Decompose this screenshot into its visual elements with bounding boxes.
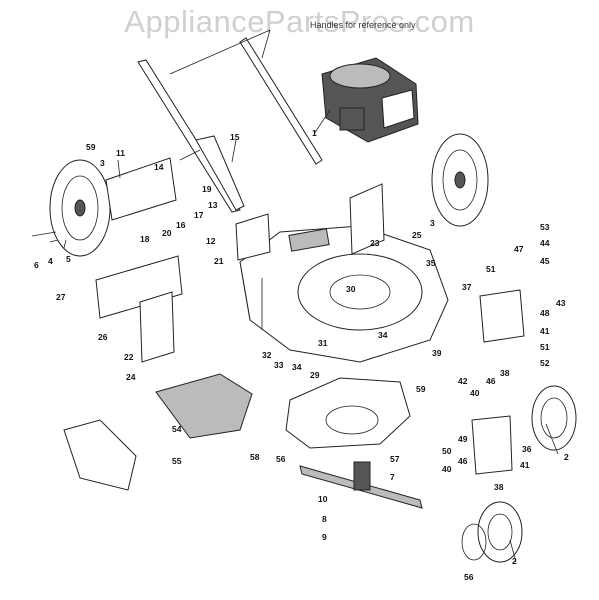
callout-label: 9 xyxy=(322,532,327,542)
callout-label: 47 xyxy=(514,244,524,254)
callout-label: 11 xyxy=(116,148,125,158)
callout-label: 24 xyxy=(126,372,136,382)
callout-label: 53 xyxy=(540,222,550,232)
callout-label: 44 xyxy=(540,238,550,248)
handles-note: Handles for reference only xyxy=(310,20,416,30)
callout-label: 35 xyxy=(426,258,436,268)
rear-wheels xyxy=(49,133,489,257)
callout-labels: 1 2 2 3 3 4 5 6 7 8 9 10 11 12 13 14 15 … xyxy=(34,128,569,582)
callout-label: 7 xyxy=(390,472,395,482)
mower-deck xyxy=(239,225,449,363)
callout-label: 22 xyxy=(124,352,134,362)
callout-label: 32 xyxy=(262,350,272,360)
callout-label: 38 xyxy=(494,482,504,492)
callout-label: 41 xyxy=(540,326,550,336)
callout-label: 23 xyxy=(370,238,380,248)
callout-label: 26 xyxy=(98,332,108,342)
callout-label: 51 xyxy=(486,264,496,274)
engine xyxy=(321,57,419,143)
callout-label: 45 xyxy=(540,256,550,266)
callout-label: 50 xyxy=(442,446,452,456)
watermark: AppliancePartsPros.com xyxy=(124,4,475,39)
callout-label: 36 xyxy=(522,444,532,454)
callout-label: 30 xyxy=(346,284,356,294)
callout-label: 55 xyxy=(172,456,182,466)
baffle-and-blade xyxy=(285,377,423,509)
callout-label: 42 xyxy=(458,376,468,386)
callout-label: 16 xyxy=(176,220,186,230)
callout-label: 1 xyxy=(312,128,317,138)
callout-label: 8 xyxy=(322,514,327,524)
callout-label: 15 xyxy=(230,132,240,142)
callout-label: 40 xyxy=(470,388,480,398)
callout-label: 57 xyxy=(390,454,400,464)
callout-label: 49 xyxy=(458,434,468,444)
callout-label: 12 xyxy=(206,236,216,246)
callout-label: 37 xyxy=(462,282,472,292)
callout-label: 3 xyxy=(430,218,435,228)
callout-label: 33 xyxy=(274,360,284,370)
callout-label: 18 xyxy=(140,234,150,244)
callout-label: 6 xyxy=(34,260,39,270)
callout-label: 56 xyxy=(276,454,286,464)
callout-label: 39 xyxy=(432,348,442,358)
callout-label: 54 xyxy=(172,424,182,434)
callout-label: 5 xyxy=(66,254,71,264)
callout-label: 58 xyxy=(250,452,260,462)
front-wheels xyxy=(461,385,577,563)
callout-label: 34 xyxy=(292,362,302,372)
handle-assembly xyxy=(137,29,323,213)
callout-label: 46 xyxy=(486,376,496,386)
callout-label: 20 xyxy=(162,228,172,238)
callout-label: 51 xyxy=(540,342,550,352)
callout-label: 31 xyxy=(318,338,328,348)
callout-label: 19 xyxy=(202,184,212,194)
callout-label: 40 xyxy=(442,464,452,474)
callout-label: 41 xyxy=(520,460,530,470)
callout-label: 43 xyxy=(556,298,566,308)
callout-label: 48 xyxy=(540,308,550,318)
callout-label: 2 xyxy=(564,452,569,462)
callout-label: 25 xyxy=(412,230,422,240)
callout-label: 4 xyxy=(48,256,53,266)
leader-lines xyxy=(31,109,559,563)
callout-label: 34 xyxy=(378,330,388,340)
callout-label: 13 xyxy=(208,200,218,210)
callout-label: 14 xyxy=(154,162,164,172)
callout-label: 59 xyxy=(86,142,96,152)
brackets-and-panels xyxy=(95,157,525,475)
callout-label: 59 xyxy=(416,384,426,394)
callout-label: 46 xyxy=(458,456,468,466)
callout-label: 10 xyxy=(318,494,328,504)
callout-label: 29 xyxy=(310,370,320,380)
callout-label: 52 xyxy=(540,358,550,368)
callout-label: 38 xyxy=(500,368,510,378)
callout-label: 27 xyxy=(56,292,66,302)
callout-label: 2 xyxy=(512,556,517,566)
callout-label: 56 xyxy=(464,572,474,582)
callout-label: 21 xyxy=(214,256,224,266)
grass-bag-parts xyxy=(63,373,253,491)
callout-label: 3 xyxy=(100,158,105,168)
callout-label: 17 xyxy=(194,210,204,220)
